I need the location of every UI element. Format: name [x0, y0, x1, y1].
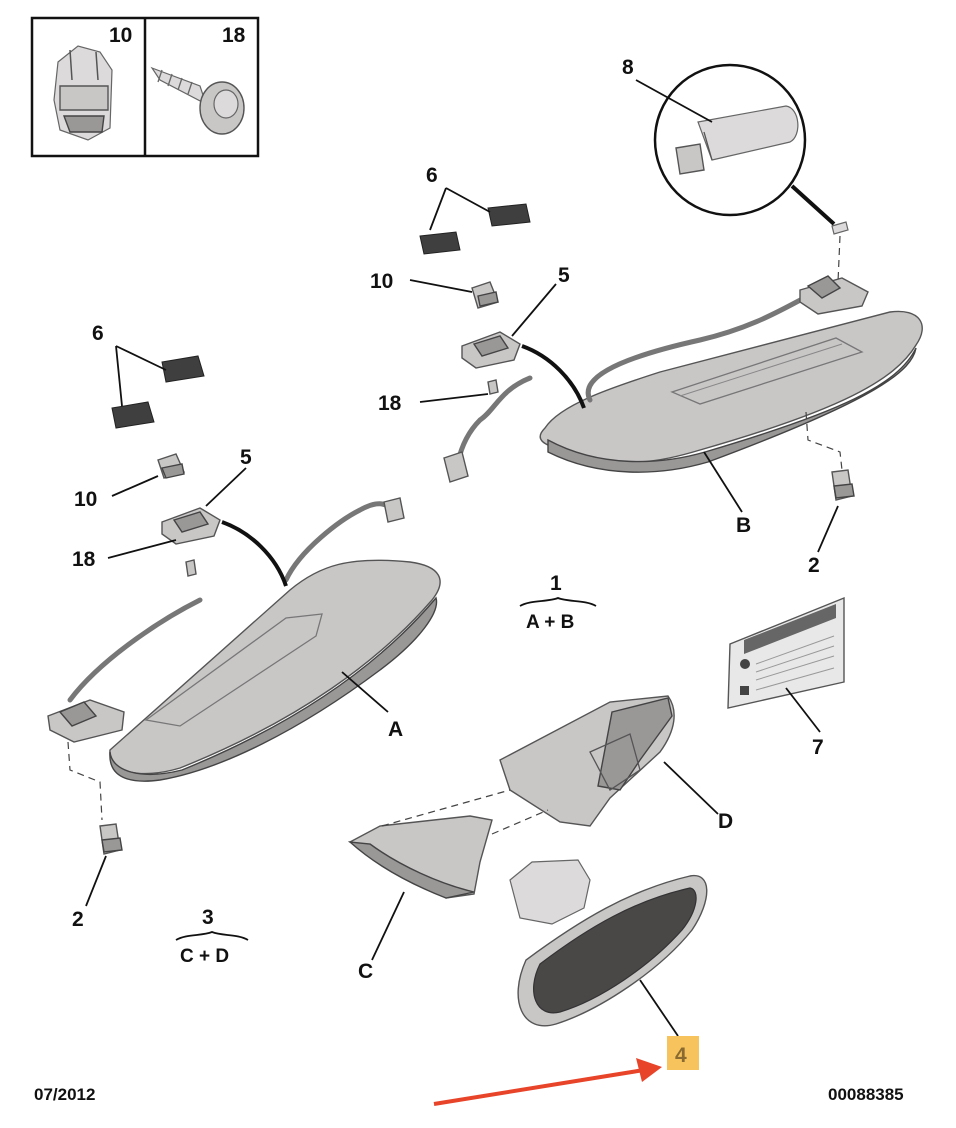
screw-18-lower	[185, 559, 197, 577]
label-3-sub: C + D	[180, 946, 229, 967]
label-8: 8	[622, 56, 634, 79]
brace-3	[175, 931, 249, 941]
leader-5-upper	[511, 283, 557, 337]
mirror-housing-d	[499, 695, 675, 827]
connector-a	[383, 497, 405, 523]
pad-6-lower-left	[111, 401, 155, 429]
clip-10-lower	[157, 453, 185, 479]
label-10-lower: 10	[74, 488, 97, 511]
screw-18-upper	[487, 379, 499, 395]
clip-icon	[53, 45, 113, 141]
label-5-lower: 5	[240, 446, 252, 469]
label-4-highlight	[667, 1036, 699, 1070]
leader-18-lower	[107, 539, 177, 559]
label-2-right: 2	[808, 554, 820, 577]
mirror-cover-c	[347, 815, 493, 899]
screw-icon	[150, 66, 245, 135]
leader-10-upper	[409, 279, 473, 293]
leader-2-left	[85, 855, 107, 907]
clip-10-upper	[471, 281, 499, 309]
brace-1	[519, 597, 597, 607]
leader-2-right	[817, 505, 839, 553]
label-6-lower: 6	[92, 322, 104, 345]
magnifier-circle	[653, 63, 836, 226]
hinge-bracket-b	[799, 275, 869, 315]
leader-5-lower	[205, 467, 247, 507]
inset-box: 10 18	[30, 16, 260, 158]
pad-6-upper-right	[487, 203, 531, 227]
clip-2-right-guide	[805, 411, 843, 471]
leader-c	[371, 891, 405, 961]
label-4: 4	[675, 1044, 687, 1067]
label-6-upper: 6	[426, 164, 438, 187]
connector-b	[443, 451, 469, 483]
pin-8-guide	[837, 235, 841, 283]
pad-6-upper-left	[419, 231, 461, 255]
inset-label-18: 18	[222, 24, 246, 47]
red-pointer-arrow	[433, 1058, 662, 1106]
clip-2-left	[99, 823, 123, 855]
label-1: 1	[550, 572, 562, 595]
cable-b-lower	[455, 375, 533, 465]
warning-label-7	[727, 596, 845, 709]
label-b: B	[736, 514, 751, 537]
leader-18-upper	[419, 393, 489, 403]
footer-date: 07/2012	[34, 1085, 95, 1104]
label-1-sub: A + B	[526, 612, 574, 633]
leader-7	[785, 687, 821, 733]
bracket-5-lower-arrow	[221, 520, 288, 587]
footer-ref: 00088385	[828, 1085, 904, 1104]
hinge-bracket-a	[47, 699, 125, 743]
label-10-upper: 10	[370, 270, 393, 293]
leader-6-lower	[115, 345, 167, 407]
leader-b	[703, 451, 743, 513]
clip-2-left-guide	[67, 741, 103, 821]
label-3: 3	[202, 906, 214, 929]
leader-a	[341, 671, 389, 713]
label-5-upper: 5	[558, 264, 570, 287]
cable-a-lower	[67, 597, 203, 703]
sun-visor-b	[539, 310, 923, 473]
label-a: A	[388, 718, 403, 741]
pin-8-small	[831, 221, 849, 235]
label-7: 7	[812, 736, 824, 759]
bracket-5-upper	[461, 331, 521, 369]
bracket-5-lower	[161, 507, 221, 545]
sun-visor-a	[109, 559, 441, 782]
bracket-5-upper-arrow	[521, 344, 586, 409]
label-18-lower: 18	[72, 548, 96, 571]
label-18-upper: 18	[378, 392, 402, 415]
clip-2-right	[831, 469, 855, 501]
label-d: D	[718, 810, 733, 833]
label-c: C	[358, 960, 373, 983]
cover-c-guide-upper	[381, 789, 511, 827]
cover-c-guide-lower	[491, 809, 549, 835]
pad-6-lower-right	[161, 355, 205, 383]
cable-b-upper	[585, 287, 823, 403]
leader-4	[639, 979, 679, 1037]
label-2-left: 2	[72, 908, 84, 931]
rear-view-mirror-4	[509, 859, 708, 1027]
leader-d	[663, 761, 719, 815]
leader-8	[635, 79, 713, 123]
leader-10-lower	[111, 475, 159, 497]
leader-6-upper	[429, 187, 491, 231]
inset-label-10: 10	[109, 24, 132, 47]
